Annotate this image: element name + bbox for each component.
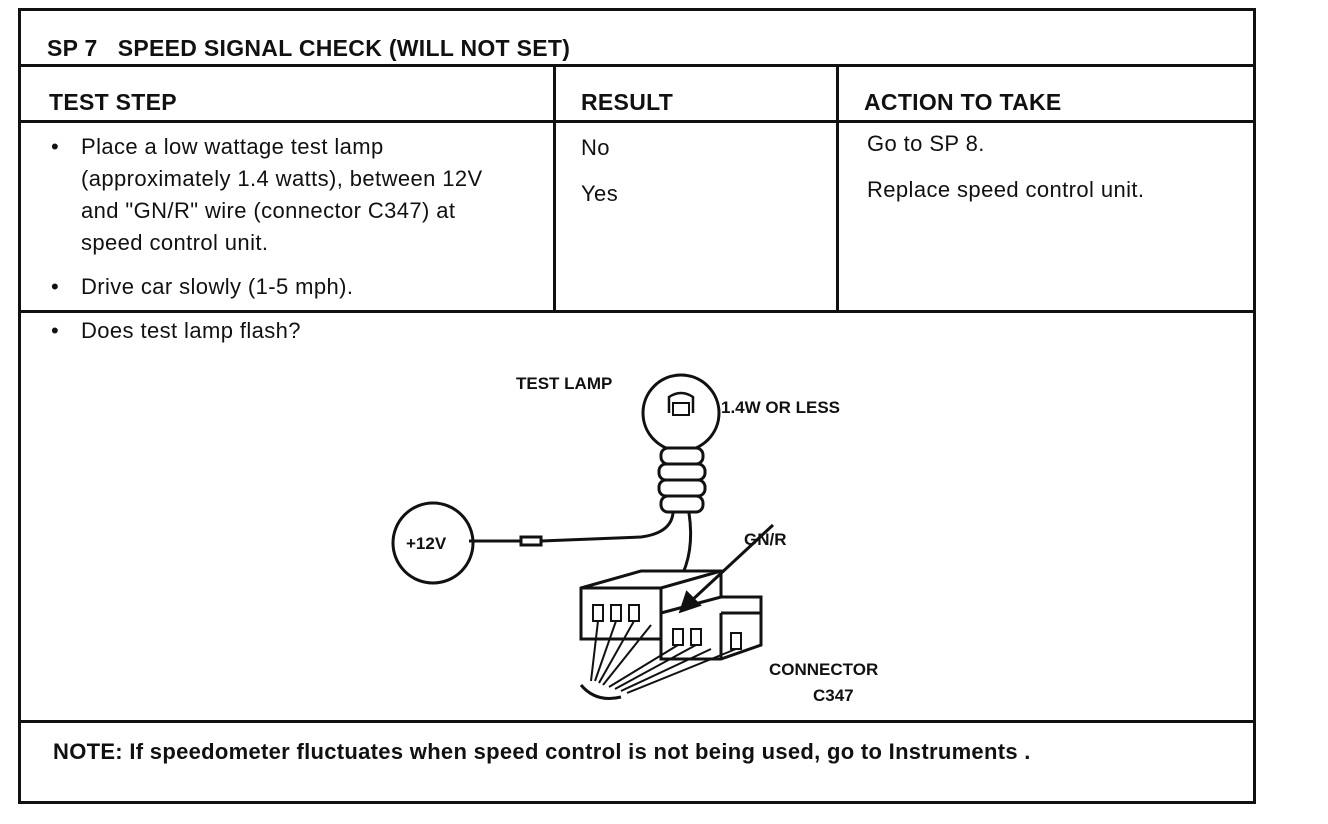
wire-label: GN/R xyxy=(744,530,787,549)
wattage-label: 1.4W OR LESS xyxy=(721,398,840,417)
action-list: Go to SP 8. Replace speed control unit. xyxy=(867,131,1144,223)
table-body-row: Place a low wattage test lamp (approxima… xyxy=(21,123,1253,347)
column-divider xyxy=(836,67,839,310)
test-step-list: Place a low wattage test lamp (approxima… xyxy=(51,131,521,359)
action-no: Go to SP 8. xyxy=(867,131,985,156)
wiring-diagram: TEST LAMP 1.4W OR LESS +12V GN/R CONNECT… xyxy=(21,313,1253,723)
result-yes: Yes xyxy=(581,181,619,206)
column-header-result: RESULT xyxy=(553,67,836,120)
title-row: SP 7 SPEED SIGNAL CHECK (WILL NOT SET) xyxy=(21,11,1253,67)
note-text: NOTE: If speedometer fluctuates when spe… xyxy=(53,739,1031,764)
wire-harness xyxy=(579,620,737,700)
connector-c347-icon xyxy=(579,569,763,661)
result-no: No xyxy=(581,135,610,160)
page-title: SP 7 SPEED SIGNAL CHECK (WILL NOT SET) xyxy=(47,35,571,61)
procedure-sheet: SP 7 SPEED SIGNAL CHECK (WILL NOT SET) T… xyxy=(18,8,1256,804)
table-header-row: TEST STEP RESULT ACTION TO TAKE xyxy=(21,67,1253,123)
test-lamp-icon xyxy=(641,373,721,514)
connector-label: CONNECTOR xyxy=(769,660,878,679)
column-divider xyxy=(553,67,556,310)
column-header-test-step: TEST STEP xyxy=(21,67,553,120)
column-header-result-label: RESULT xyxy=(581,89,674,115)
voltage-label: +12V xyxy=(406,534,447,553)
voltage-source-icon xyxy=(391,501,475,585)
action-yes: Replace speed control unit. xyxy=(867,177,1145,202)
connector-id-label: C347 xyxy=(813,686,854,705)
test-lamp-label: TEST LAMP xyxy=(516,374,612,393)
column-header-action: ACTION TO TAKE xyxy=(836,67,1256,120)
test-step-item: Does test lamp flash? xyxy=(51,315,521,347)
gnr-pointer-arrow xyxy=(678,523,775,614)
column-header-test-step-label: TEST STEP xyxy=(49,89,177,115)
wiring-diagram-svg: TEST LAMP 1.4W OR LESS +12V GN/R CONNECT… xyxy=(391,373,878,705)
test-step-item: Drive car slowly (1-5 mph). xyxy=(51,271,521,303)
result-list: No Yes xyxy=(581,135,618,227)
test-step-item: Place a low wattage test lamp (approxima… xyxy=(51,131,521,259)
column-header-action-label: ACTION TO TAKE xyxy=(864,89,1062,115)
